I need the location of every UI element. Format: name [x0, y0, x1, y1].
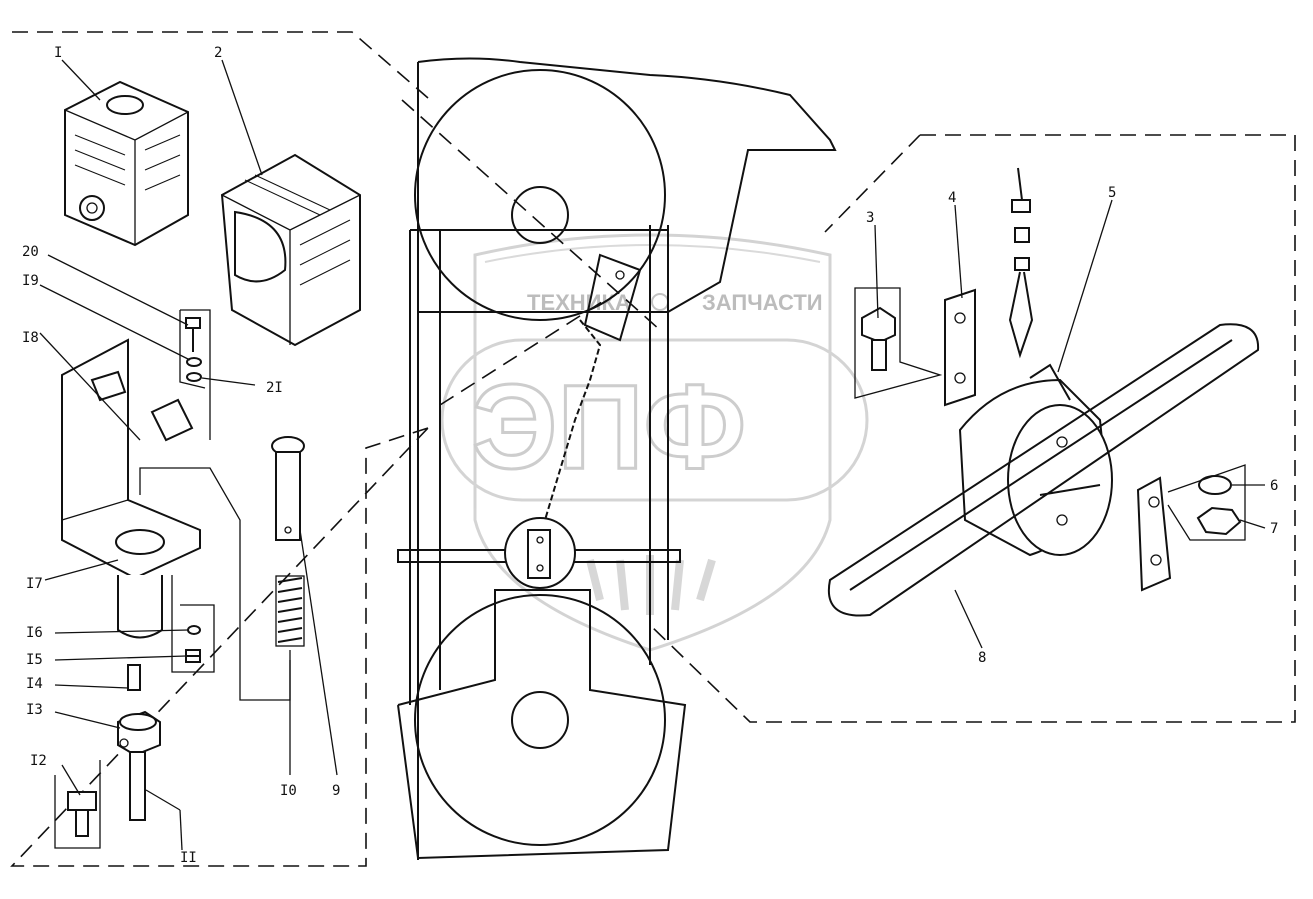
part-10-spring	[275, 575, 305, 647]
leader-lines	[39, 59, 1266, 851]
watermark-text-right: ЗАПЧАСТИ	[702, 290, 823, 315]
part-9-pin	[271, 436, 305, 541]
watermark-gear-icon	[651, 293, 669, 311]
chain	[544, 319, 602, 521]
callout-13: I3	[26, 702, 43, 718]
callout-10: I0	[280, 783, 297, 799]
callout-1: I	[54, 45, 62, 61]
callout-21: 2I	[266, 380, 283, 396]
part-13-collar	[117, 710, 161, 757]
bracket-plate	[583, 253, 642, 342]
callout-9: 9	[332, 783, 340, 799]
callout-11: II	[180, 850, 197, 866]
callout-4: 4	[948, 190, 956, 206]
callout-18: I8	[22, 330, 39, 346]
callout-16: I6	[26, 625, 43, 641]
callout-19: I9	[22, 273, 39, 289]
callout-15: I5	[26, 652, 43, 668]
parts-19-21-fasteners	[179, 309, 211, 440]
part-18-bushing	[150, 398, 194, 442]
callout-17: I7	[26, 576, 43, 592]
callout-3: 3	[866, 210, 874, 226]
watermark-text-left: ТЕХНИКА	[527, 290, 631, 315]
callout-6: 6	[1270, 478, 1278, 494]
upper-pulley	[414, 69, 666, 321]
right-group-outline	[649, 134, 1296, 723]
callout-12: I2	[30, 753, 47, 769]
chain-segment	[1008, 167, 1034, 359]
lower-pulley-hub	[511, 691, 569, 749]
part-6-7-washer-nut	[1136, 464, 1246, 592]
callout-5: 5	[1108, 185, 1116, 201]
upper-pulley-hub	[511, 186, 569, 244]
lower-housing	[397, 589, 687, 860]
upper-housing	[417, 57, 837, 313]
part-12-bolt	[54, 760, 101, 849]
callout-20: 20	[22, 244, 39, 260]
part-17-bracket	[61, 338, 201, 639]
part-3-bolt	[854, 287, 943, 399]
part-1-gearbox	[64, 80, 189, 247]
conveyor-assembly	[397, 57, 837, 860]
callout-2: 2	[214, 45, 222, 61]
tensioner-plate	[527, 529, 551, 579]
parts-15-16-fasteners	[171, 575, 215, 673]
part-11-shaft	[129, 751, 146, 821]
watermark-shield	[473, 233, 832, 652]
lower-pulley	[414, 594, 666, 846]
callout-8: 8	[978, 650, 986, 666]
watermark: ТЕХНИКА ЗАПЧАСТИ ЭПФ	[440, 233, 869, 652]
part-14-rod	[127, 664, 141, 691]
callout-labels: I 2 3 4 5 6 7 8 9 I0 II I2 I3 I4 I5 I6 I…	[22, 45, 1278, 866]
callout-7: 7	[1270, 521, 1278, 537]
callout-14: I4	[26, 676, 43, 692]
watermark-logo: ЭПФ	[472, 360, 746, 494]
part-5-roller	[958, 363, 1113, 557]
watermark-logo-frame	[440, 338, 869, 502]
part-2-housing	[220, 153, 361, 347]
part-8-frame	[827, 323, 1260, 617]
part-4-plate	[944, 288, 976, 407]
